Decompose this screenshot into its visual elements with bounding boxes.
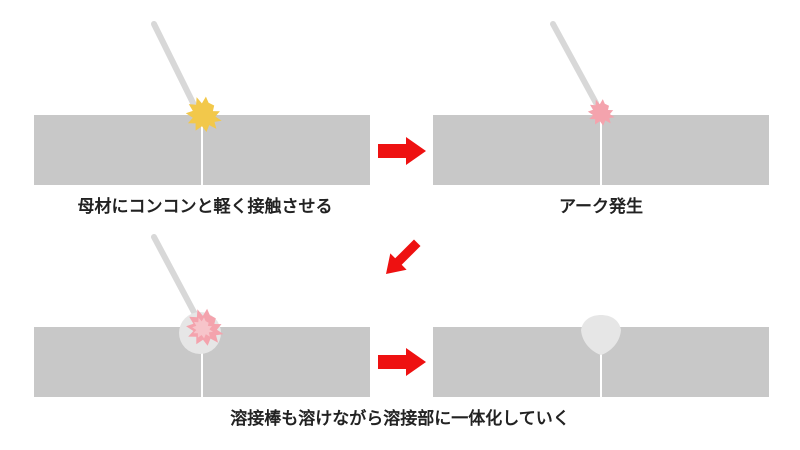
arc-spark-icon [587,99,615,126]
panel-4-fused [433,315,769,397]
welding-rod [550,21,599,106]
caption-step-1: 母材にコンコンと軽く接触させる [77,197,333,217]
caption-step-2: アーク発生 [559,197,643,217]
weld-bead-drop [581,315,621,355]
contact-spark-icon [185,96,222,132]
arrow-down-left-icon [386,239,421,274]
arrow-right-icon [378,348,426,376]
spark-core [192,317,213,339]
panel-2-arc [433,21,769,185]
welding-rod [151,234,199,319]
panel-3-melting [34,234,370,397]
panel-1-touch [34,21,370,185]
arrow-right-icon [378,137,426,165]
caption-step-3-4: 溶接棒も溶けながら溶接部に一体化していく [230,409,570,429]
welding-rod [151,21,201,116]
